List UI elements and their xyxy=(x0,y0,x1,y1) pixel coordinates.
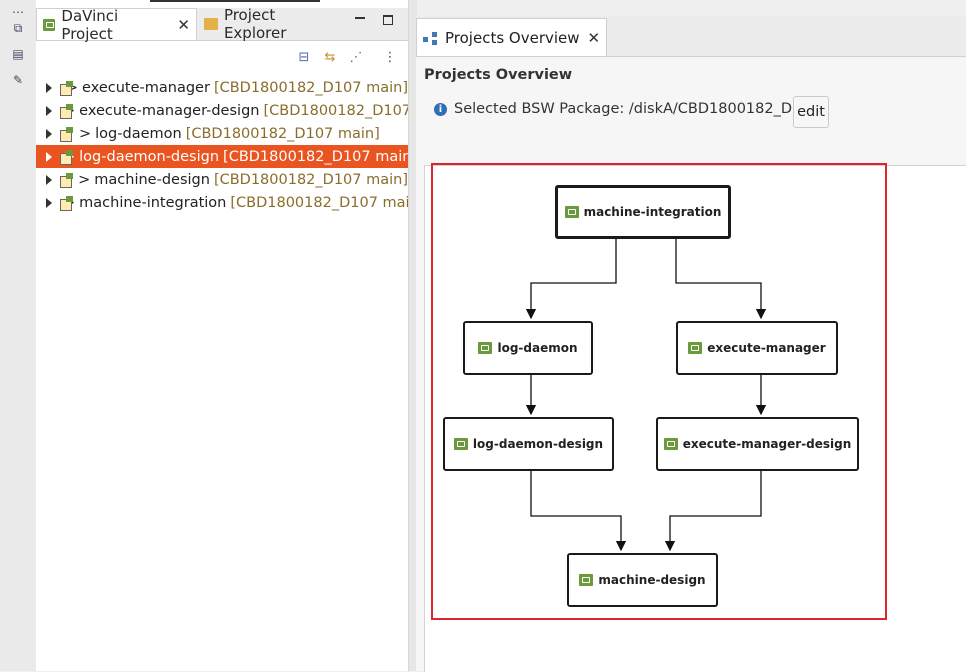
davinci-project-icon xyxy=(59,126,75,142)
dirty-marker: > xyxy=(79,125,92,142)
collapse-all-icon[interactable]: ⊟ xyxy=(298,50,310,65)
tab-label: Projects Overview xyxy=(445,28,580,47)
graph-node-label: log-daemon-design xyxy=(472,437,604,451)
project-name: machine-design xyxy=(94,171,210,188)
graph-node-execute-manager-design[interactable]: execute-manager-design xyxy=(656,417,859,471)
davinci-project-panel: DaVinci Project ✕ Project Explorer ⊟ ⇆ ⋰… xyxy=(36,0,408,671)
view-menu-icon[interactable]: ⋮ xyxy=(383,50,397,65)
project-name: execute-manager-design xyxy=(79,102,260,119)
maximize-icon xyxy=(383,15,393,25)
project-name: machine-integration xyxy=(79,194,227,211)
expand-icon[interactable] xyxy=(46,174,52,185)
tab-label: Project Explorer xyxy=(223,6,287,42)
expand-icon[interactable] xyxy=(46,197,52,208)
scm-label: [CBD1800182_D107 main] xyxy=(213,79,408,96)
scm-label: [CBD1800182_D107 main] xyxy=(223,148,408,165)
graph-edge-machine-integration-to-log-daemon xyxy=(525,239,617,320)
davinci-project-icon xyxy=(663,438,678,450)
expand-icon[interactable] xyxy=(46,151,52,162)
project-explorer-icon xyxy=(204,18,218,30)
left-tab-bar: DaVinci Project ✕ Project Explorer xyxy=(36,6,408,43)
expand-icon[interactable] xyxy=(46,82,52,93)
right-tab-bar: Projects Overview ✕ xyxy=(416,16,966,57)
graph-node-label: machine-design xyxy=(598,573,706,587)
highlight-rectangle xyxy=(431,163,887,620)
tree-item[interactable]: >machine-design[CBD1800182_D107 main] xyxy=(36,168,408,191)
expand-icon[interactable] xyxy=(46,128,52,139)
davinci-project-icon xyxy=(579,574,594,586)
page-title: Projects Overview xyxy=(424,67,573,83)
graph-node-label: log-daemon xyxy=(497,341,578,355)
edit-button[interactable]: edit xyxy=(793,96,829,128)
view-menu-icon[interactable]: ⋯ xyxy=(12,5,24,19)
maximize-button[interactable] xyxy=(382,14,394,26)
task-view-icon[interactable]: ✎ xyxy=(12,73,24,87)
graph-node-log-daemon[interactable]: log-daemon xyxy=(463,321,593,375)
davinci-project-icon xyxy=(453,438,468,450)
restore-icon[interactable]: ⧉ xyxy=(13,21,23,35)
tree-toolbar: ⊟ ⇆ ⋰ ⋮ xyxy=(36,44,408,72)
tab-label: DaVinci Project xyxy=(61,6,119,43)
bsw-package-label: Selected BSW Package: /diskA/CBD1800182_… xyxy=(454,101,820,117)
minimize-icon xyxy=(355,17,365,19)
projects-overview-icon[interactable]: ⋰ xyxy=(349,50,363,65)
tree-item[interactable]: >log-daemon[CBD1800182_D107 main] xyxy=(36,122,408,145)
davinci-project-icon xyxy=(688,342,703,354)
davinci-project-icon xyxy=(478,342,493,354)
project-name: execute-manager xyxy=(82,79,210,96)
graph-node-machine-integration[interactable]: machine-integration xyxy=(555,185,731,239)
davinci-project-icon xyxy=(43,18,56,31)
graph-edge-execute-manager-design-to-machine-design xyxy=(664,471,762,552)
scm-label: [CBD1800182_D107 main] xyxy=(213,171,408,188)
graph-node-execute-manager[interactable]: execute-manager xyxy=(676,321,838,375)
scm-label: [CBD1800182_D107 main] xyxy=(230,194,408,211)
tree-item[interactable]: >execute-manager-design[CBD1800182_D107 … xyxy=(36,99,408,122)
scm-label: [CBD1800182_D107 main] xyxy=(185,125,380,142)
bsw-package-row: i Selected BSW Package: /diskA/CBD180018… xyxy=(434,101,820,117)
link-with-editor-icon[interactable]: ⇆ xyxy=(324,50,336,65)
davinci-project-icon xyxy=(59,80,73,96)
info-icon: i xyxy=(434,102,447,116)
panel-splitter[interactable] xyxy=(408,0,417,671)
davinci-project-icon xyxy=(564,206,579,218)
graph-node-label: execute-manager-design xyxy=(682,437,852,451)
tree-item[interactable]: >execute-manager[CBD1800182_D107 main] xyxy=(36,76,408,99)
davinci-project-icon xyxy=(59,172,74,188)
top-edge-bar xyxy=(150,0,320,2)
graph-node-machine-design[interactable]: machine-design xyxy=(567,553,718,607)
tab-davinci-project[interactable]: DaVinci Project ✕ xyxy=(36,6,197,43)
tree-item[interactable]: >log-daemon-design[CBD1800182_D107 main] xyxy=(36,145,408,168)
projects-overview-icon xyxy=(423,31,439,45)
graph-node-label: machine-integration xyxy=(583,205,722,219)
scm-label: [CBD1800182_D107 main] xyxy=(263,102,408,119)
dirty-marker: > xyxy=(78,171,91,188)
graph-edge-machine-integration-to-execute-manager xyxy=(675,239,767,320)
graph-node-label: execute-manager xyxy=(707,341,826,355)
graph-edge-log-daemon-design-to-machine-design xyxy=(530,471,627,552)
project-name: log-daemon-design xyxy=(79,148,220,165)
project-name: log-daemon xyxy=(95,125,182,142)
expand-icon[interactable] xyxy=(46,105,52,116)
minimize-button[interactable] xyxy=(354,14,366,26)
tab-project-explorer[interactable]: Project Explorer xyxy=(198,6,348,42)
outline-view-icon[interactable]: ▤ xyxy=(12,47,24,61)
tab-projects-overview[interactable]: Projects Overview ✕ xyxy=(416,18,608,56)
tree-item[interactable]: >machine-integration[CBD1800182_D107 mai… xyxy=(36,191,408,214)
close-icon[interactable]: ✕ xyxy=(587,28,601,47)
close-icon[interactable]: ✕ xyxy=(177,15,190,34)
graph-node-log-daemon-design[interactable]: log-daemon-design xyxy=(443,417,614,471)
